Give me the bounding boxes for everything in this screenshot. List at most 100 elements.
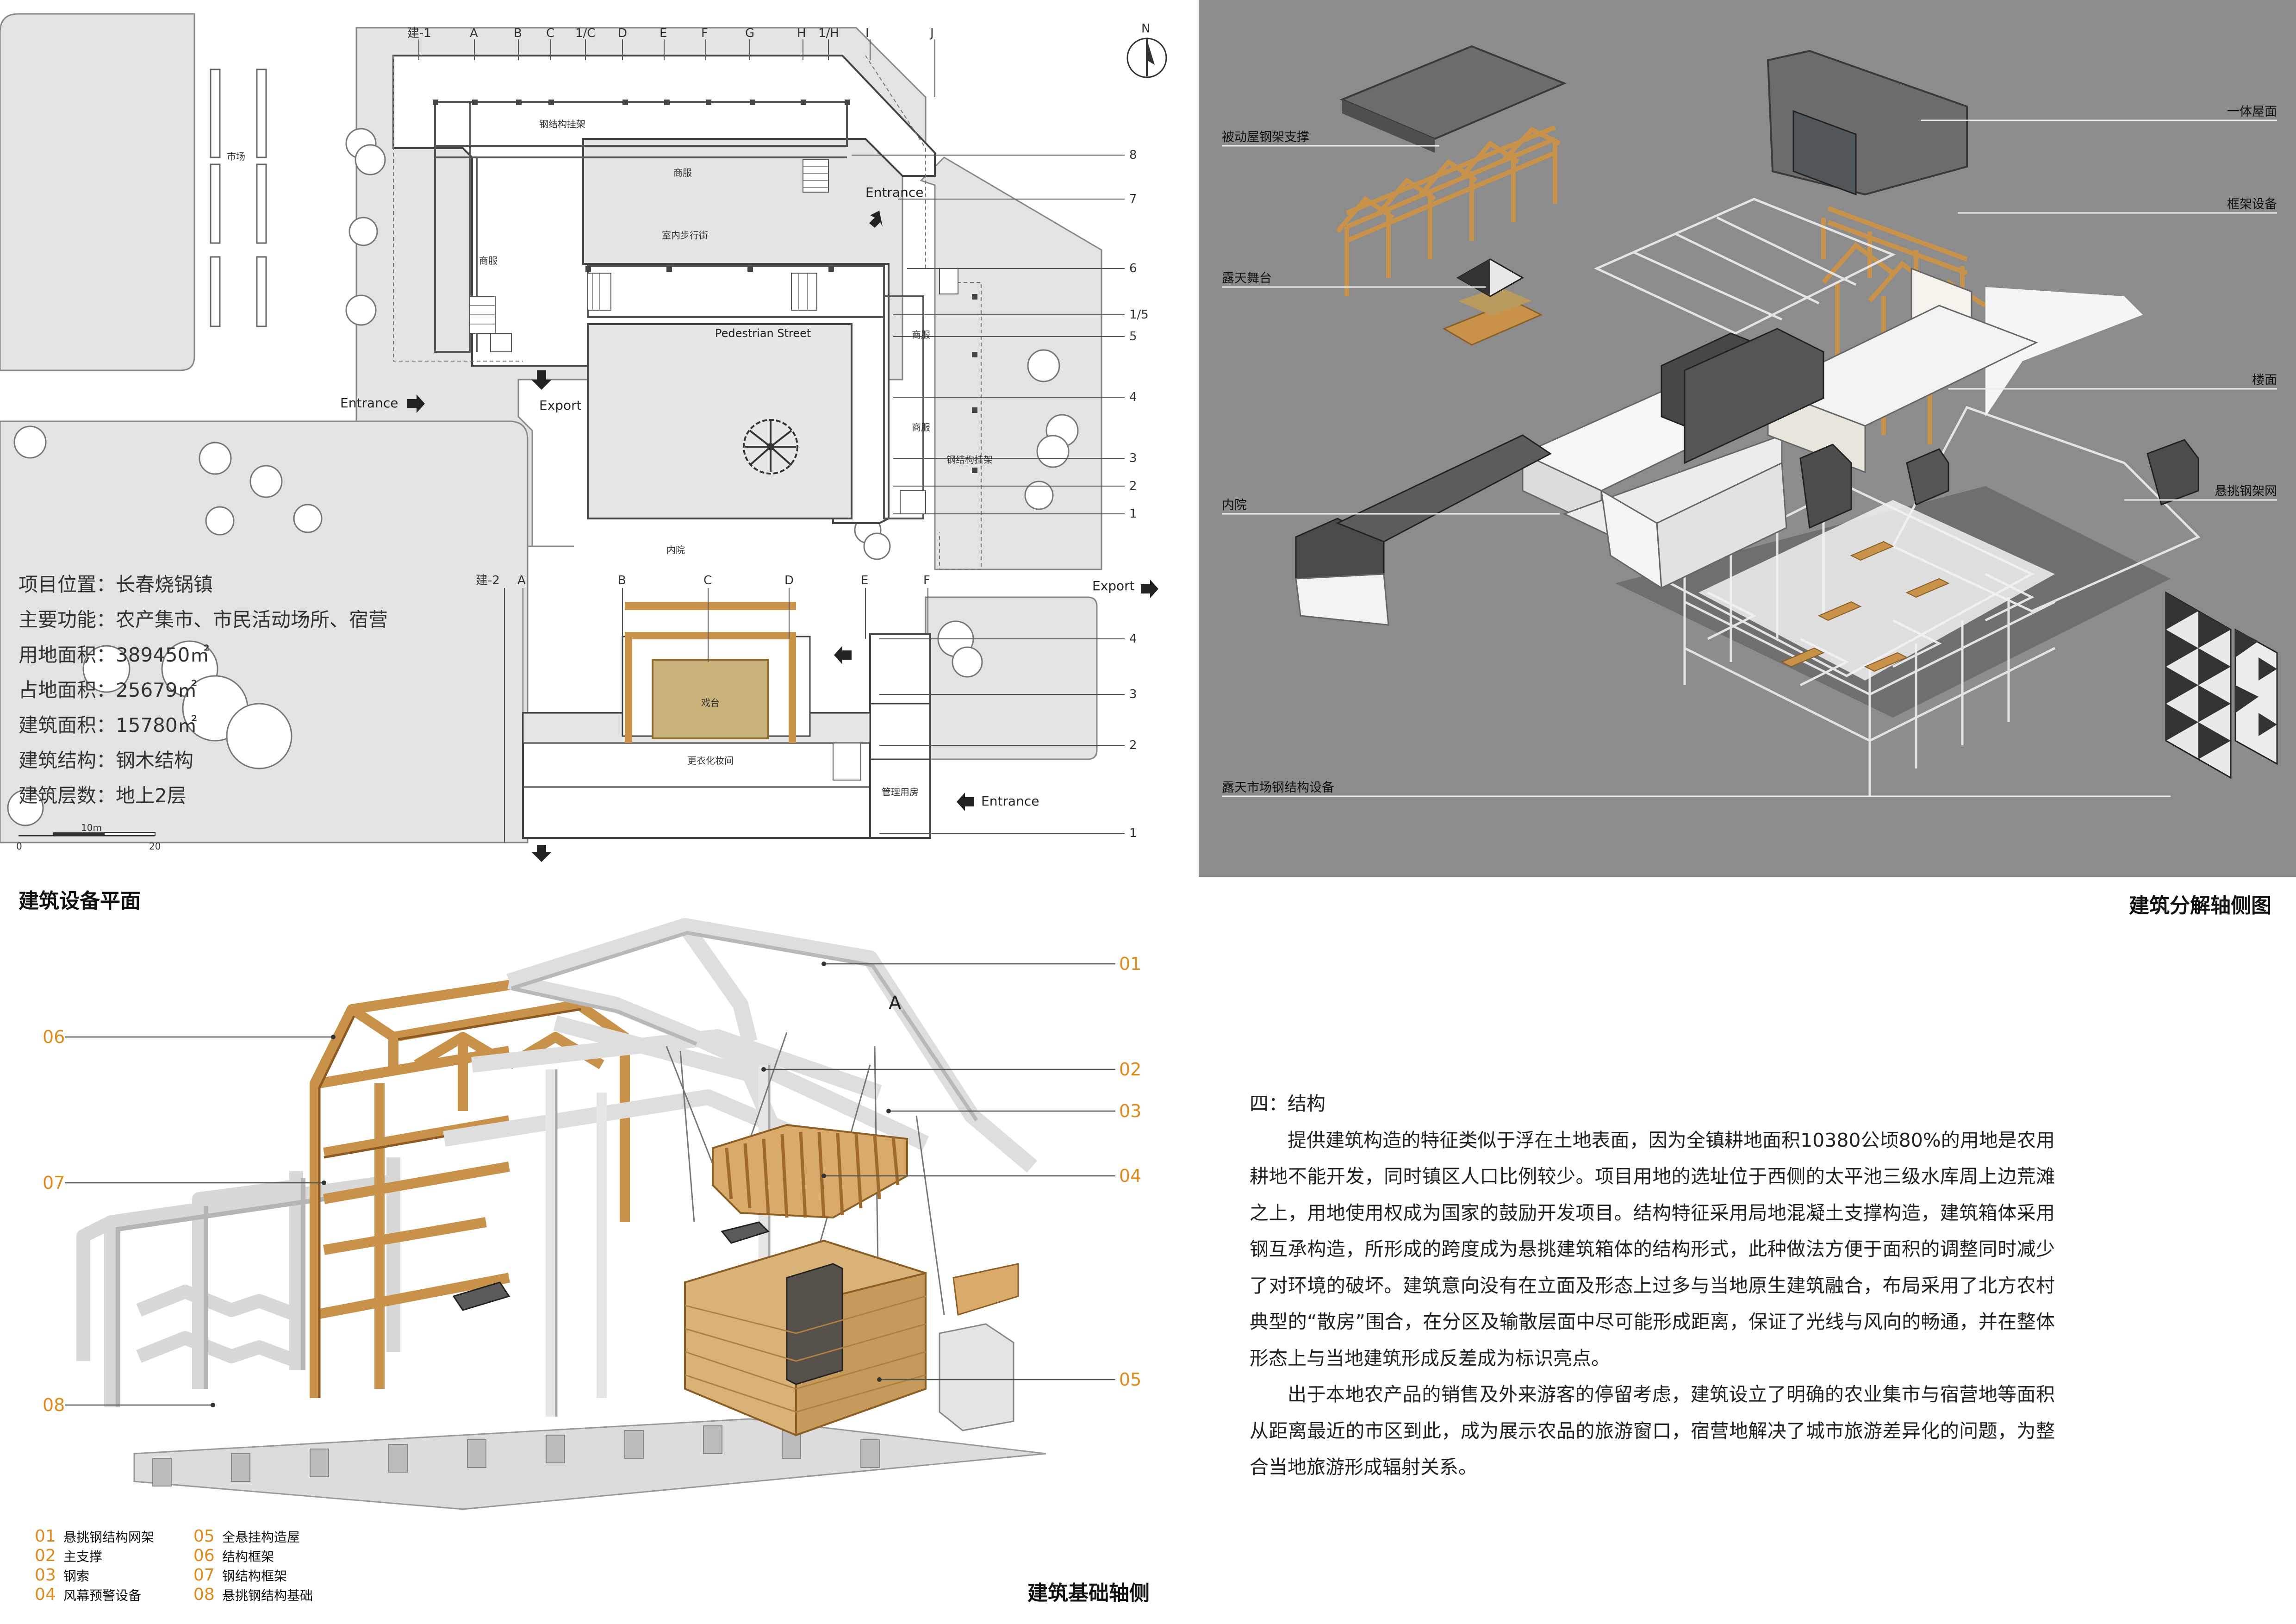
callout-dots: [211, 962, 891, 1407]
svg-text:8: 8: [1129, 148, 1137, 162]
svg-text:2: 2: [1129, 479, 1137, 493]
top-steel-net-edge: [510, 931, 978, 1122]
scale-mid-label: 10m: [81, 822, 102, 833]
plan-dashed-lines: [393, 55, 982, 570]
pedestrian-street-label: Pedestrian Street: [715, 327, 811, 340]
callout-03: 03: [1119, 1101, 1141, 1121]
svg-text:A: A: [470, 26, 478, 40]
svg-text:商服: 商服: [479, 255, 498, 266]
plan-columns: [433, 100, 977, 473]
grid-labels-bottom: 建-2 A B C D E F: [476, 574, 930, 587]
stage-panel: [1458, 287, 1532, 315]
base-callouts-right: 01 02 03 04 05: [1119, 954, 1141, 1390]
label-outdoor-market-steel: 露天市场钢结构设备: [1222, 781, 1334, 795]
svg-text:G: G: [745, 26, 754, 40]
project-info: 项目位置：长春烧锅镇 主要功能：农产集市、市民活动场所、宿营 用地面积：3894…: [19, 567, 388, 813]
base-callouts-left: 06 07 08: [43, 1027, 65, 1415]
svg-text:商服: 商服: [673, 167, 692, 178]
svg-text:B: B: [514, 26, 522, 40]
base-title: 建筑基础轴侧: [1027, 1581, 1150, 1605]
svg-text:钢结构挂架: 钢结构挂架: [946, 454, 993, 465]
essay-heading: 四：结构: [1250, 1093, 1325, 1115]
svg-text:商服: 商服: [912, 329, 930, 340]
svg-text:I: I: [865, 26, 869, 40]
plan-panel: 市场: [0, 0, 1185, 880]
svg-text:管理用房: 管理用房: [882, 787, 919, 798]
svg-text:7: 7: [1129, 192, 1137, 206]
plan-trees: [7, 128, 1079, 826]
white-steel-frame-edge: [116, 1178, 403, 1407]
wood-frame-shading: [318, 1008, 581, 1398]
callout-02: 02: [1119, 1059, 1141, 1080]
entrance-label-north: Entrance: [865, 185, 923, 200]
export-label-east: Export: [1092, 578, 1135, 593]
wind-curtain-device: [712, 1124, 1019, 1316]
svg-text:4: 4: [1129, 632, 1137, 646]
svg-text:戏台: 戏台: [701, 697, 720, 708]
essay-paragraph-1: 提供建筑构造的特征类似于浮在土地表面，因为全镇耕地面积10380公顷80%的用地…: [1250, 1129, 2055, 1369]
label-frame-equipment: 框架设备: [2227, 197, 2277, 212]
stair-elements: [452, 1221, 770, 1311]
svg-text:D: D: [784, 574, 794, 587]
callout-01: 01: [1119, 954, 1141, 974]
label-passive-roof-frame: 被动屋钢架支撑: [1222, 130, 1309, 144]
foundation-slab: [133, 1418, 1046, 1510]
svg-text:D: D: [618, 26, 627, 40]
axon-panel: 被动屋钢架支撑 露天舞台 内院 露天市场钢结构设备 一体屋面 框架设备 楼面 悬…: [1199, 0, 2296, 877]
structure-essay: 四：结构 提供建筑构造的特征类似于浮在土地表面，因为全镇耕地面积10380公顷8…: [1250, 1086, 2055, 1486]
essay-paragraph-2: 出于本地农产品的销售及外来游客的停留考虑，建筑设立了明确的农业集市与宿营地等面积…: [1250, 1383, 2055, 1478]
svg-text:1/5: 1/5: [1129, 308, 1149, 322]
entrance-label-west: Entrance: [340, 395, 398, 411]
svg-text:J: J: [929, 26, 934, 40]
market-stalls: [210, 69, 267, 327]
svg-text:F: F: [923, 574, 930, 587]
dark-roofs: [1295, 328, 2199, 626]
courtyard-tree-icon: [743, 419, 798, 475]
roof-piece-left-side: [1342, 100, 1435, 153]
axon-title: 建筑分解轴侧图: [2129, 894, 2271, 918]
market-floor: [1699, 500, 2055, 681]
marker-a-label: A: [889, 993, 902, 1014]
callout-07: 07: [43, 1173, 65, 1193]
scale-end-label: 20: [149, 841, 161, 852]
axon-drawing: 被动屋钢架支撑 露天舞台 内院 露天市场钢结构设备 一体屋面 框架设备 楼面 悬…: [1222, 45, 2278, 797]
plan-stairs: [469, 159, 958, 514]
info-footprint: 占地面积：25679㎡: [19, 679, 197, 701]
integrated-roof-glass: [1792, 110, 1857, 196]
base-axon-panel: A 01 02 03 04 05 06 07 08: [0, 898, 1203, 1620]
svg-text:内院: 内院: [666, 544, 685, 556]
info-site-area: 用地面积：389450㎡: [19, 643, 210, 666]
svg-text:B: B: [618, 574, 626, 587]
callout-06: 06: [43, 1027, 65, 1047]
label-cantilever-steel-net: 悬挑钢架网: [2215, 484, 2277, 499]
svg-text:1/H: 1/H: [818, 26, 839, 40]
info-floor-area: 建筑面积：15780㎡: [19, 714, 197, 737]
site-block-southwest: [0, 420, 529, 843]
svg-text:C: C: [703, 574, 712, 587]
svg-text:钢结构挂架: 钢结构挂架: [539, 119, 585, 130]
svg-text:建-2: 建-2: [476, 574, 500, 587]
axon-leader-lines: [1222, 119, 2277, 797]
scale-start-label: 0: [16, 841, 22, 852]
site-block-east: [920, 156, 1102, 570]
top-steel-net: [443, 918, 1037, 1183]
entrance-label-south: Entrance: [981, 793, 1039, 809]
room-labels: 钢结构挂架 商服 商服 室内步行街 商服 商服 钢结构挂架 内院 戏台 更衣化妆…: [479, 119, 993, 798]
grid-labels-top: 建-1 A B C 1/C D E F G H 1/H I J: [407, 26, 934, 40]
plan-drawing: 市场: [0, 13, 1167, 862]
entry-labels: Entrance Entrance Entrance Export Export: [340, 185, 1135, 809]
svg-text:1: 1: [1129, 507, 1137, 521]
svg-text:5: 5: [1129, 330, 1137, 344]
stage-canopy: [1456, 258, 1524, 297]
north-label: N: [1141, 22, 1150, 36]
site-block-west: [0, 13, 195, 371]
wood-frame-right: [1821, 206, 1987, 444]
